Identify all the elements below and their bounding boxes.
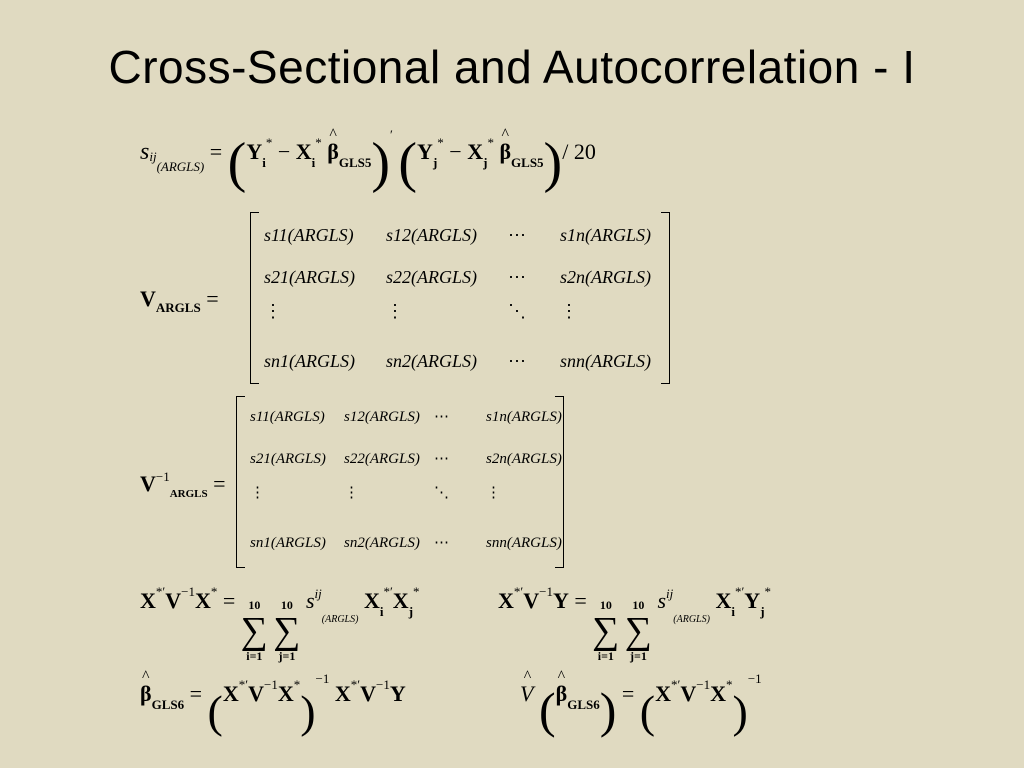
matrix-cell: ⋯ <box>508 351 526 371</box>
v-inverse-label: V−1ARGLS = <box>140 469 226 500</box>
matrix-cell: s12(ARGLS) <box>386 225 477 245</box>
matrix-cell: s21(ARGLS) <box>264 267 355 287</box>
matrix-cell: ⋮ <box>486 485 501 501</box>
beta-gls5-sub-2: GLS5 <box>511 155 544 170</box>
sum-upper: 10 <box>248 597 261 612</box>
equation-beta-gls6: βGLS6 = (X*′V−1X*)−1 X*′V−1Y <box>140 672 406 742</box>
matrix-cell: snn(ARGLS) <box>486 535 562 551</box>
matrix-cell: s1n(ARGLS) <box>486 409 562 425</box>
matrix-cell: ⋯ <box>508 267 526 287</box>
equation-xvx: X*′V−1X* = 10∑i=1 10∑j=1 sij(ARGLS) Xi*′… <box>140 584 420 663</box>
slide-title: Cross-Sectional and Autocorrelation - I <box>108 41 916 93</box>
matrix-cell: s11(ARGLS) <box>250 409 325 425</box>
matrix-cell: sn1(ARGLS) <box>250 535 326 551</box>
divisor: / 20 <box>562 139 596 164</box>
matrix-cell: ⋯ <box>434 409 449 425</box>
matrix-cell: s12(ARGLS) <box>344 409 420 425</box>
matrix-cell: ⋯ <box>434 451 449 467</box>
equation-s-ij: sij(ARGLS) = (Yi* − Xi* βGLS5)′ (Yj* − X… <box>140 128 596 203</box>
matrix-v-argls: s11(ARGLS) s12(ARGLS) ⋯ s1n(ARGLS) s21(ARGLS… <box>250 212 670 384</box>
matrix-cell: ⋱ <box>434 485 449 501</box>
equation-xvy: X*′V−1Y = 10∑i=1 10∑j=1 sij(ARGLS) Xi*′Y… <box>498 584 772 663</box>
matrix-cell: s2n(ARGLS) <box>560 267 651 287</box>
matrix-cell: ⋮ <box>264 301 282 321</box>
matrix-cell: ⋮ <box>250 485 265 501</box>
matrix-cell: sn1(ARGLS) <box>264 351 355 371</box>
matrix-cell: sn2(ARGLS) <box>386 351 477 371</box>
matrix-cell: ⋯ <box>434 535 449 551</box>
matrix-cell: ⋯ <box>508 225 526 245</box>
matrix-cell: ⋮ <box>344 485 359 501</box>
equation-var-beta-gls6: V (βGLS6) = (X*′V−1X*)−1 <box>520 672 762 742</box>
matrix-cell: snn(ARGLS) <box>560 351 651 371</box>
matrix-cell: s2n(ARGLS) <box>486 451 562 467</box>
matrix-cell: s21(ARGLS) <box>250 451 326 467</box>
beta-gls5-sub-1: GLS5 <box>338 155 372 170</box>
v-argls-label: VARGLS = <box>140 286 219 315</box>
matrix-cell: ⋱ <box>508 301 526 321</box>
matrix-cell: s1n(ARGLS) <box>560 225 651 245</box>
matrix-cell: s11(ARGLS) <box>264 225 354 245</box>
matrix-v-inverse: s11(ARGLS) s12(ARGLS) ⋯ s1n(ARGLS) s21(ARGLS… <box>236 396 564 568</box>
matrix-cell: s22(ARGLS) <box>386 267 477 287</box>
matrix-cell: ⋮ <box>560 301 578 321</box>
matrix-cell: s22(ARGLS) <box>344 451 420 467</box>
matrix-cell: sn2(ARGLS) <box>344 535 420 551</box>
matrix-cell: ⋮ <box>386 301 404 321</box>
